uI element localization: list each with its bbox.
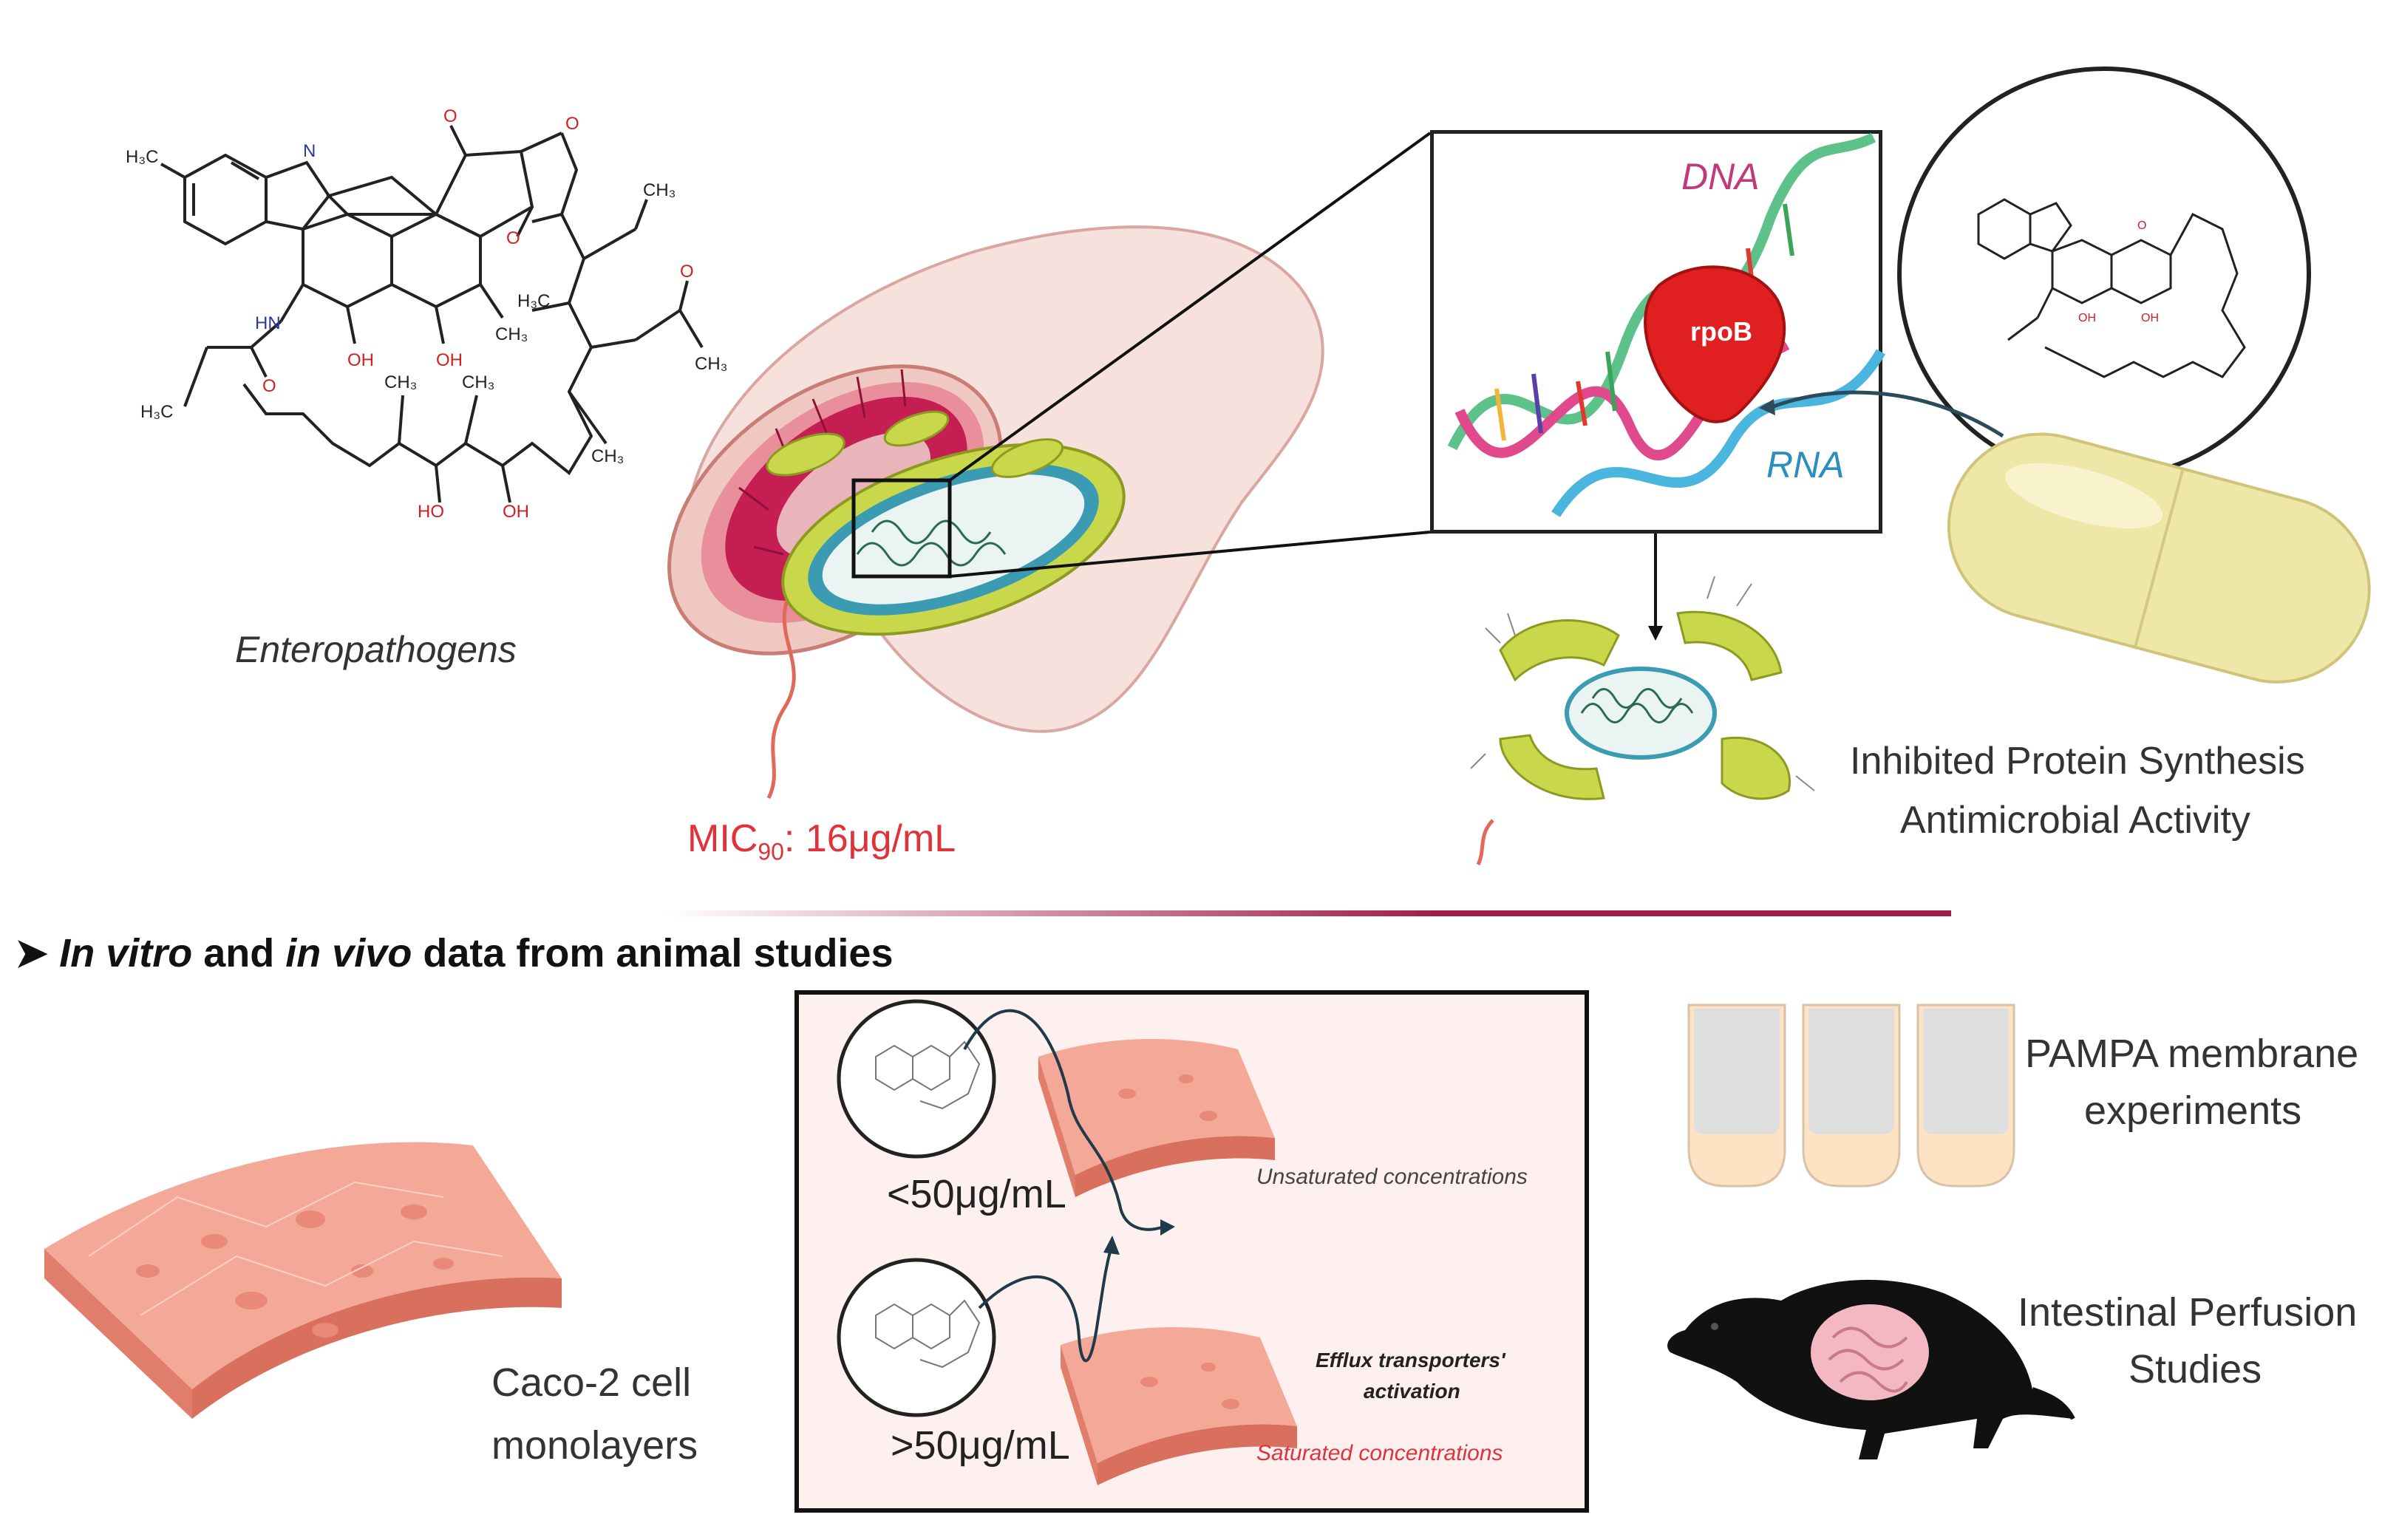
- perfusion-line1: Intestinal Perfusion: [2018, 1290, 2358, 1335]
- h3c-chain: H₃C: [140, 402, 173, 422]
- ch3-b: CH₃: [384, 372, 417, 392]
- pill-icon: [1947, 432, 2371, 684]
- o-acetyl: O: [680, 262, 694, 282]
- outcome-line1: Inhibited Protein Synthesis: [1850, 740, 2305, 783]
- caco2-tissue: [44, 1142, 562, 1419]
- caco-label-line2: monolayers: [491, 1423, 698, 1468]
- pampa-wells: [1687, 1004, 2015, 1188]
- lysed-bacterium: [1470, 576, 1815, 866]
- ch3-a: CH₃: [495, 324, 528, 344]
- ch3-methoxy: CH₃: [643, 180, 676, 200]
- conc-high-label: >50μg/mL: [891, 1423, 1070, 1468]
- o-ester: O: [565, 114, 579, 134]
- dna-label: DNA: [1681, 156, 1760, 197]
- section-heading: ➤ In vitro and in vivo data from animal …: [15, 930, 894, 976]
- bullet-arrow: ➤: [15, 931, 60, 975]
- panel-drawing: Unsaturated concentrations Efflux transp…: [837, 999, 1528, 1485]
- h3c-top: H₃C: [126, 147, 158, 167]
- circle-oh-2: OH: [2141, 312, 2159, 324]
- heading-rest: data from animal studies: [412, 931, 894, 975]
- hn-label: HN: [255, 313, 281, 333]
- o-ring: O: [506, 228, 520, 248]
- pampa-line2: experiments: [2084, 1088, 2302, 1133]
- saturated-label: Saturated concentrations: [1256, 1441, 1503, 1465]
- circle-o-1: O: [2137, 219, 2146, 232]
- n-atom: N: [303, 141, 316, 161]
- section-divider: [665, 910, 1951, 916]
- circle-oh-1: OH: [2078, 312, 2096, 324]
- heading-in-vivo: in vivo: [285, 931, 412, 975]
- h3c-side: H₃C: [517, 291, 550, 311]
- perfusion-line2: Studies: [2129, 1347, 2262, 1391]
- ho-1: HO: [418, 502, 444, 522]
- intestine-illustration: [667, 225, 1324, 800]
- pampa-line1: PAMPA membrane: [2025, 1032, 2359, 1076]
- oh-3: OH: [503, 502, 529, 522]
- dna-helix: rpoB DNA RNA: [1447, 132, 1886, 517]
- rat-silhouette: [1667, 1279, 2075, 1459]
- enteropathogens-label: Enteropathogens: [235, 629, 517, 670]
- ch3-c: CH₃: [462, 372, 494, 392]
- heading-in-vitro: In vitro: [59, 931, 193, 975]
- o-ketone: O: [443, 106, 457, 126]
- unsaturated-label: Unsaturated concentrations: [1256, 1165, 1528, 1189]
- oh-1: OH: [347, 350, 374, 370]
- drug-circle-structure: O OH OH: [1977, 198, 2246, 378]
- efflux-line2: activation: [1364, 1380, 1460, 1403]
- oh-2: OH: [436, 350, 463, 370]
- ch3-d: CH₃: [591, 446, 624, 466]
- mic-text: MIC: [687, 817, 758, 860]
- outcome-line2: Antimicrobial Activity: [1900, 799, 2250, 842]
- rpob-label: rpoB: [1690, 316, 1752, 347]
- caco-label-line1: Caco-2 cell: [491, 1360, 692, 1405]
- mic-value: : 16μg/mL: [783, 817, 956, 860]
- down-arrow: [1648, 534, 1663, 641]
- heading-and: and: [192, 931, 286, 975]
- ch3-acetyl: CH₃: [695, 354, 727, 374]
- efflux-line1: Efflux transporters': [1316, 1349, 1506, 1372]
- rna-label: RNA: [1766, 444, 1845, 485]
- mic-label: MIC90: 16μg/mL: [687, 817, 956, 865]
- rifaximin-structure: H₃C N O O O CH₃ HN O OH OH CH₃ H₃C O CH₃…: [126, 106, 727, 522]
- mic-subscript: 90: [758, 838, 784, 865]
- conc-low-label: <50μg/mL: [887, 1172, 1066, 1216]
- o-amide: O: [262, 376, 276, 396]
